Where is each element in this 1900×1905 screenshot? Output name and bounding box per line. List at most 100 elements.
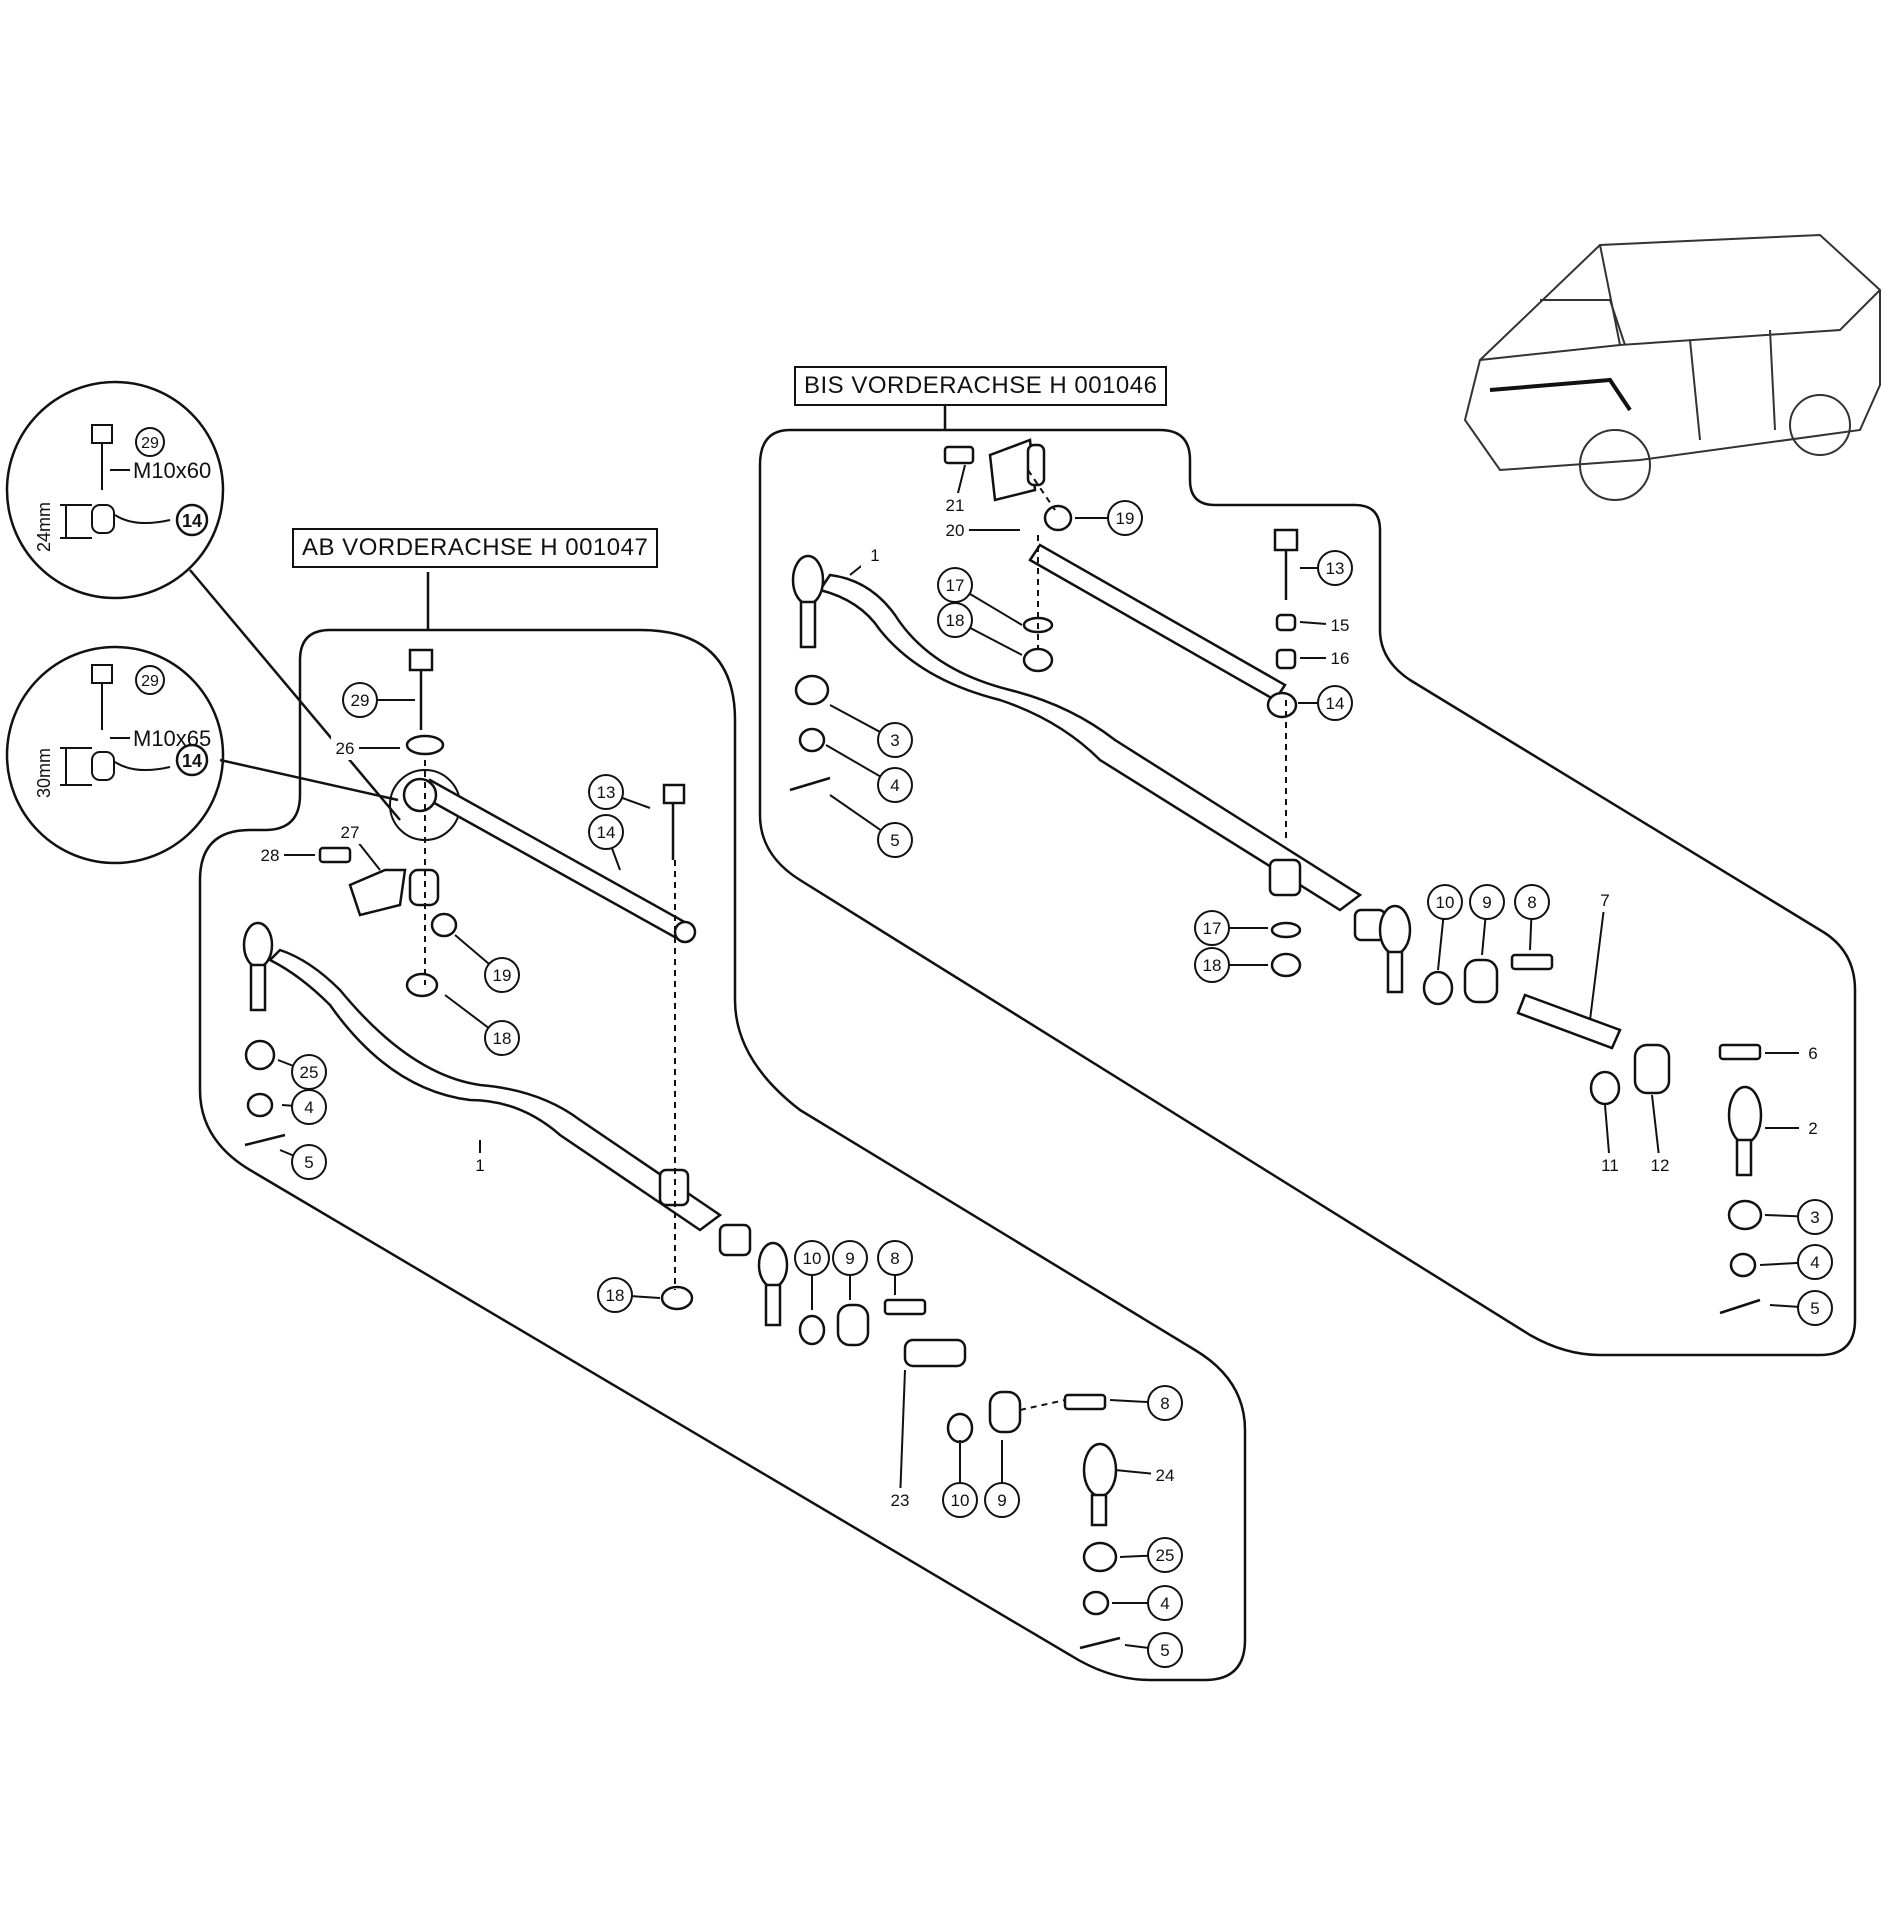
left-callout-18: 18 — [597, 1277, 661, 1313]
callout-number: 9 — [997, 1491, 1006, 1510]
right-callout-5: 5 — [1769, 1290, 1833, 1326]
callout-circle — [877, 1240, 913, 1276]
right-callout-18: 18 — [1194, 947, 1268, 983]
left-callout-26: 26 — [331, 736, 400, 760]
callout-number: 10 — [951, 1491, 970, 1510]
right-callout-18: 18 — [937, 602, 1023, 656]
right-callout-6: 6 — [1765, 1041, 1827, 1065]
callout-number: 23 — [891, 1491, 910, 1510]
right-callout-16: 16 — [1300, 646, 1354, 670]
right-group-header: BIS VORDERACHSE H 001046 — [794, 366, 1168, 406]
right-callout-21: 21 — [941, 464, 969, 517]
left-callout-10: 10 — [794, 1240, 830, 1310]
callout-number: 29 — [351, 691, 370, 710]
callout-number: 26 — [336, 739, 355, 758]
callout-circle — [877, 767, 913, 803]
callout-number: 6 — [1808, 1044, 1817, 1063]
right-group-outline — [758, 428, 1857, 1357]
callout-number: 8 — [1160, 1394, 1169, 1413]
callout-circle — [877, 722, 913, 758]
callout-label-bg — [941, 493, 969, 517]
callout-number: 19 — [1116, 509, 1135, 528]
callout-label-bg — [1326, 646, 1354, 670]
callout-number: 13 — [597, 783, 616, 802]
right-callout-15: 15 — [1299, 613, 1354, 637]
callout-circle — [877, 822, 913, 858]
callout-circle — [484, 1020, 520, 1056]
right-callout-5: 5 — [829, 794, 913, 858]
right-callout-8: 8 — [1514, 884, 1550, 951]
callout-leader — [899, 1369, 906, 1501]
callout-label-bg — [941, 518, 969, 542]
right-callout-11: 11 — [1596, 1104, 1624, 1177]
left-callout-9: 9 — [984, 1440, 1020, 1518]
vehicle-sketch — [1463, 233, 1881, 501]
left-callout-27: 27 — [336, 820, 381, 871]
callout-number: 7 — [1600, 891, 1609, 910]
left-group-header: AB VORDERACHSE H 001047 — [292, 528, 659, 568]
left-callout-18: 18 — [444, 994, 520, 1056]
left-callout-1: 1 — [466, 1140, 494, 1177]
callout-number: 8 — [1527, 893, 1536, 912]
callout-circle — [794, 1240, 830, 1276]
callout-number: 10 — [1436, 893, 1455, 912]
callout-number: 24 — [1156, 1466, 1175, 1485]
right-callout-4: 4 — [1759, 1244, 1833, 1280]
left-callout-8: 8 — [1109, 1385, 1183, 1421]
left-callout-29: 29 — [342, 682, 415, 718]
callout-circle — [1107, 500, 1143, 536]
callout-number: 14 — [1326, 694, 1345, 713]
callout-circle — [1147, 1585, 1183, 1621]
callout-circle — [291, 1089, 327, 1125]
left-callout-25: 25 — [1119, 1537, 1183, 1573]
right-callout-19: 19 — [1075, 500, 1143, 536]
callout-circle — [484, 957, 520, 993]
callout-number: 5 — [890, 831, 899, 850]
right-callout-13: 13 — [1300, 550, 1353, 586]
callout-circle — [588, 774, 624, 810]
callout-number: 20 — [946, 521, 965, 540]
callout-number: 2 — [1808, 1119, 1817, 1138]
callout-label-bg — [1596, 1153, 1624, 1177]
callout-number: 25 — [1156, 1546, 1175, 1565]
callout-label-bg — [861, 543, 889, 567]
callout-circle — [1469, 884, 1505, 920]
right-callout-9: 9 — [1469, 884, 1505, 956]
callout-number: 1 — [475, 1156, 484, 1175]
right-callout-17: 17 — [1194, 910, 1268, 946]
callout-number: 4 — [1810, 1253, 1819, 1272]
callout-leader — [1589, 899, 1606, 1021]
callout-number: 13 — [1326, 559, 1345, 578]
callout-number: 21 — [946, 496, 965, 515]
left-group-header-text: AB VORDERACHSE H 001047 — [302, 534, 649, 561]
callout-circle — [1797, 1244, 1833, 1280]
callout-number: 4 — [1160, 1594, 1169, 1613]
callout-circle — [984, 1482, 1020, 1518]
callout-number: 17 — [946, 576, 965, 595]
callout-number: 18 — [493, 1029, 512, 1048]
right-callout-12: 12 — [1646, 1094, 1674, 1177]
callout-number: 5 — [304, 1153, 313, 1172]
callout-number: 16 — [1331, 649, 1350, 668]
right-tie-rod — [817, 573, 1363, 912]
callout-label-bg — [886, 1488, 914, 1512]
callout-circle — [1147, 1632, 1183, 1668]
right-damper — [1028, 543, 1287, 702]
detail-circle-bottom — [5, 645, 225, 865]
callout-number: 5 — [1160, 1641, 1169, 1660]
left-tie-rod — [267, 948, 723, 1232]
callout-number: 10 — [803, 1249, 822, 1268]
callout-circle — [1194, 910, 1230, 946]
left-callout-5: 5 — [1124, 1632, 1183, 1668]
callout-number: 15 — [1331, 616, 1350, 635]
left-callout-8: 8 — [877, 1240, 913, 1295]
callout-number: 18 — [946, 611, 965, 630]
left-callout-5: 5 — [279, 1144, 327, 1180]
callout-number: 3 — [1810, 1208, 1819, 1227]
callout-number: 4 — [890, 776, 899, 795]
right-callout-10: 10 — [1427, 884, 1463, 971]
left-callout-4: 4 — [281, 1089, 327, 1125]
